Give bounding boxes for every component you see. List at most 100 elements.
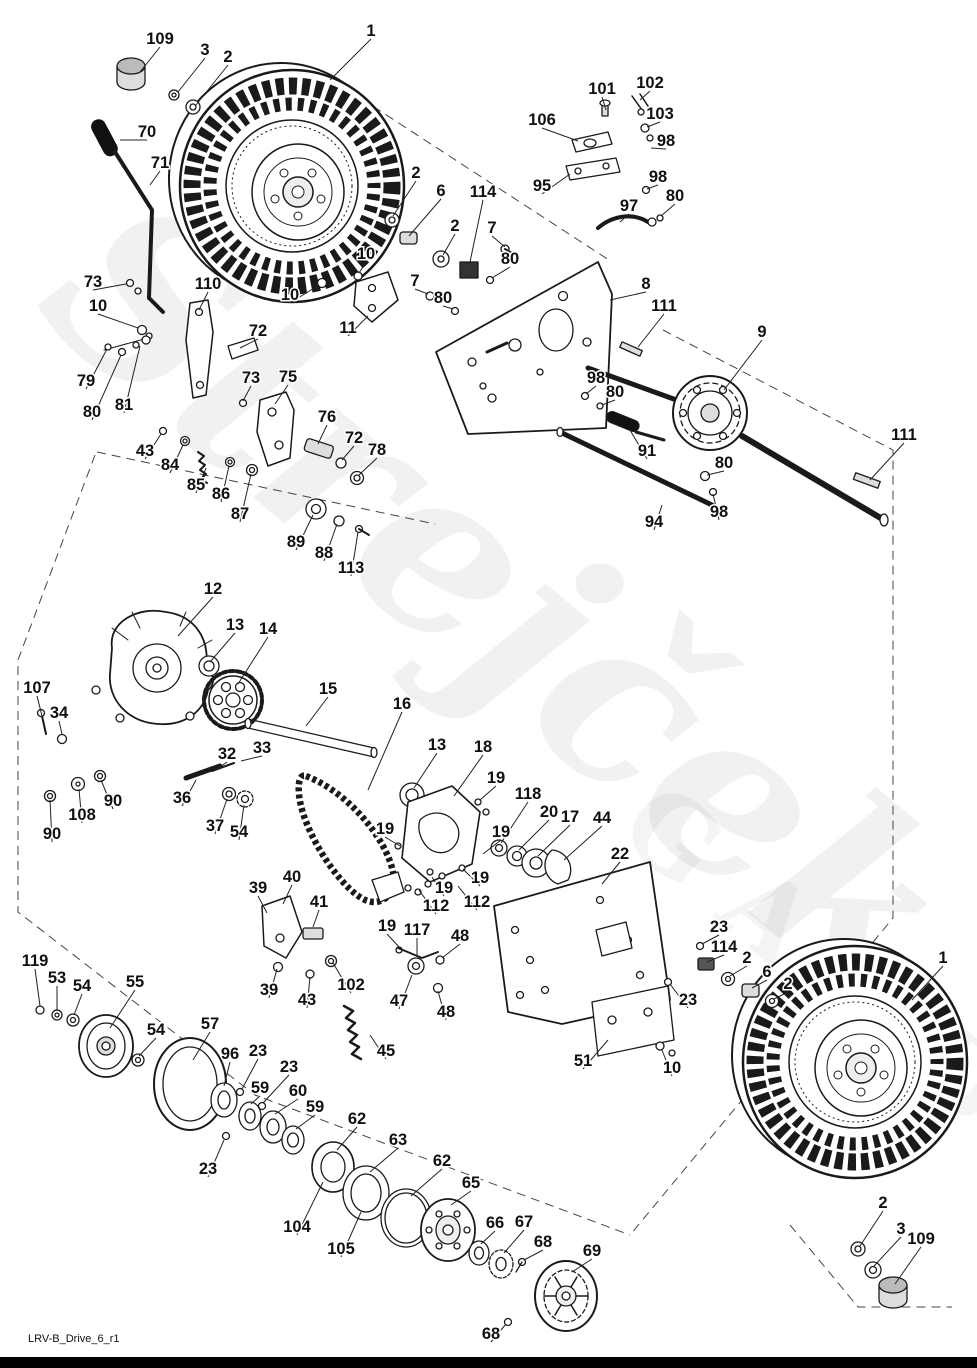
leader-line [295, 514, 314, 551]
part-number-label: 1 [938, 949, 947, 967]
leader-line [239, 338, 259, 349]
leader-line [215, 761, 228, 771]
leader-line [418, 889, 437, 915]
part-number-label: 109 [146, 30, 174, 48]
part-number-label: 108 [68, 806, 96, 824]
leader-line [392, 180, 417, 217]
leader-line [169, 444, 184, 474]
leader-line [384, 836, 401, 847]
leader-line [336, 1126, 358, 1151]
leader-line [268, 968, 278, 999]
leader-line [207, 1139, 225, 1178]
part-number-label: 23 [679, 991, 697, 1009]
clutch-rod-fasteners [316, 212, 520, 323]
small-pulley-set [305, 498, 370, 536]
leader-line [220, 465, 230, 503]
part-number-label: 68 [482, 1325, 500, 1343]
part-number-label: 95 [533, 177, 551, 195]
part-number-label: 40 [283, 868, 301, 886]
part-number-label: 80 [606, 383, 624, 401]
leader-line [305, 696, 329, 727]
part-number-label: 43 [298, 991, 316, 1009]
part-number-label: 72 [345, 429, 363, 447]
part-number-label: 41 [310, 893, 328, 911]
part-number-label: 48 [437, 1003, 455, 1021]
part-number-label: 48 [451, 927, 469, 945]
chain-sprocket [202, 669, 264, 731]
part-number-label: 23 [710, 918, 728, 936]
part-number-label: 19 [435, 879, 453, 897]
part-number-label: 23 [249, 1042, 267, 1060]
leader-line [442, 233, 456, 256]
part-number-label: 18 [474, 738, 492, 756]
leader-line [669, 983, 689, 1009]
leader-line [650, 147, 667, 150]
leader-line [237, 636, 269, 685]
document-id: LRV-B_Drive_6_r1 [28, 1333, 120, 1345]
leader-line [329, 38, 372, 81]
part-number-label: 104 [283, 1218, 311, 1236]
leader-line [706, 470, 725, 476]
leader-line [358, 457, 378, 476]
part-number-label: 2 [450, 217, 459, 235]
leader-line [442, 305, 454, 310]
part-number-label: 73 [242, 369, 260, 387]
part-number-label: 66 [486, 1214, 504, 1232]
part-number-label: 59 [306, 1098, 324, 1116]
leader-line [139, 46, 161, 73]
part-number-label: 8 [641, 275, 650, 293]
leader-line [410, 1168, 443, 1197]
leader-line [332, 962, 352, 994]
shift-lever-handle [91, 119, 165, 314]
leader-line [469, 199, 484, 263]
leader-line [223, 1061, 231, 1087]
leader-line [195, 467, 207, 494]
leader-line [414, 288, 429, 295]
leader-line [398, 974, 413, 1010]
part-number-label: 19 [492, 823, 510, 841]
leader-line [609, 291, 647, 301]
leader-line [408, 198, 442, 237]
part-number-label: 98 [657, 132, 675, 150]
leader-line [350, 531, 359, 577]
leader-line [480, 1230, 496, 1245]
part-number-label: 6 [762, 963, 771, 981]
part-number-label: 111 [891, 426, 917, 444]
leader-line [500, 801, 529, 844]
leader-line [250, 1095, 261, 1105]
leader-line [181, 779, 197, 807]
leader-line [144, 433, 162, 460]
leader-line [571, 1258, 593, 1273]
part-number-label: 98 [710, 503, 728, 521]
part-number-label: 119 [22, 952, 49, 970]
part-number-label: 33 [253, 739, 271, 757]
part-number-label: 2 [878, 1194, 887, 1212]
transaxle-case [91, 609, 220, 725]
gear-plate [435, 261, 613, 435]
leader-line [214, 798, 228, 835]
part-number-label: 55 [126, 973, 144, 991]
leader-line [873, 1236, 902, 1267]
leader-line [859, 1210, 884, 1247]
leader-line [437, 990, 447, 1021]
leader-line [413, 752, 438, 789]
leader-line [92, 283, 127, 291]
idler-bracket-assembly [371, 782, 572, 903]
part-number-label: 10 [89, 297, 107, 315]
part-number-label: 79 [77, 372, 95, 390]
leader-line [431, 876, 445, 897]
leader-line [541, 173, 571, 195]
leader-line [637, 313, 665, 348]
part-number-label: 80 [715, 454, 733, 472]
leader-line [450, 1190, 472, 1206]
part-number-label: 19 [471, 869, 489, 887]
part-number-label: 6 [436, 182, 445, 200]
leader-line [367, 711, 403, 791]
part-number-label: 43 [136, 442, 154, 460]
leader-line [701, 934, 720, 945]
leader-line [582, 1039, 609, 1070]
part-number-label: 75 [279, 368, 297, 386]
part-number-label: 7 [410, 272, 419, 290]
